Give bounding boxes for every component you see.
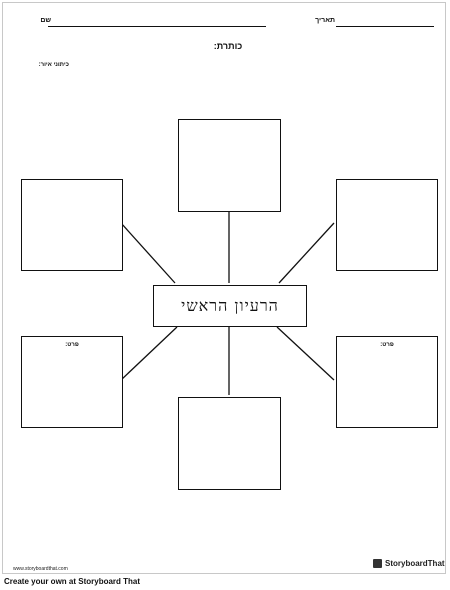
detail-box-top[interactable] bbox=[178, 119, 281, 212]
detail-label: פרט: bbox=[65, 342, 79, 348]
worksheet: שם תאריך כותרת: כיתוני איור: פרט: פרט: ה… bbox=[2, 2, 446, 574]
title-label: כותרת: bbox=[213, 41, 243, 51]
connector-lower-left bbox=[120, 326, 178, 381]
date-label: תאריך bbox=[315, 17, 335, 24]
brand-name: StoryboardThat bbox=[385, 559, 445, 568]
footer-link[interactable]: Create your own at Storyboard That bbox=[4, 577, 141, 586]
detail-box-upper-left[interactable] bbox=[21, 179, 123, 271]
date-line[interactable] bbox=[336, 26, 434, 27]
name-label: שם bbox=[40, 17, 51, 24]
connector-lines bbox=[120, 210, 335, 395]
main-idea-box[interactable]: הרעיון הראשי bbox=[153, 285, 307, 327]
name-line[interactable] bbox=[48, 26, 266, 27]
detail-box-upper-right[interactable] bbox=[336, 179, 438, 271]
detail-box-bottom[interactable] bbox=[178, 397, 281, 490]
connector-upper-left bbox=[120, 222, 176, 284]
detail-box-lower-right[interactable]: פרט: bbox=[336, 336, 438, 428]
caption-label: כיתוני איור: bbox=[38, 62, 69, 68]
connector-upper-right bbox=[278, 222, 335, 284]
detail-box-lower-left[interactable]: פרט: bbox=[21, 336, 123, 428]
connector-lower-right bbox=[276, 326, 335, 381]
storyboard-logo-icon bbox=[373, 559, 382, 568]
site-url: www.storyboardthat.com bbox=[13, 566, 68, 572]
detail-label: פרט: bbox=[380, 342, 394, 348]
brand-logo: StoryboardThat bbox=[373, 559, 445, 568]
